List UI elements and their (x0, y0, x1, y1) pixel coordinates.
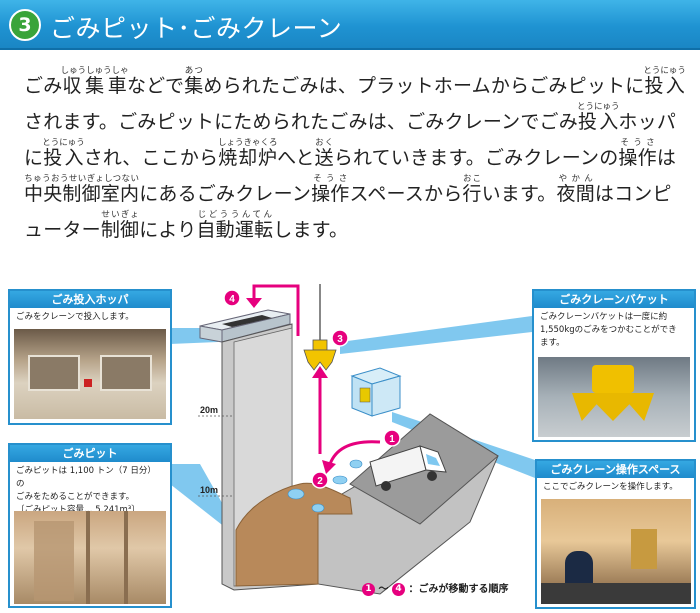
section-title: ごみピット･ごみクレーン (50, 14, 343, 43)
section-header: 3 ごみピット･ごみクレーン (0, 0, 700, 50)
ruby-word: 投入とうにゅう (42, 138, 85, 169)
ruby-word: 操作そうさ (618, 138, 657, 169)
svg-text:2: 2 (317, 476, 323, 487)
ruby-word: 中央制御室内ちゅうおうせいぎょしつない (24, 174, 140, 205)
falling-garbage (287, 459, 363, 513)
height-20m-label: 20m (200, 405, 218, 415)
text-run: され、ここから (83, 147, 219, 169)
bucket-info-box: ごみクレーンバケット ごみクレーンバケットは一度に約 1,550kgのごみをつか… (532, 289, 696, 442)
garbage-truck-graphic (369, 445, 447, 491)
step-1-marker: 1 (383, 429, 401, 447)
pit-title: ごみピット (10, 445, 170, 462)
ruby-word: 制御せいぎょ (100, 210, 140, 241)
legend-step-end: 4 (391, 582, 405, 596)
text-run: は (656, 147, 677, 169)
text-run: へと (277, 147, 315, 169)
legend-text: ：ごみが移動する順序 (408, 584, 509, 595)
ruby-word: 投入とうにゅう (643, 66, 686, 97)
text-run: います。 (481, 183, 557, 205)
text-run: ごみ (24, 75, 63, 97)
svg-text:3: 3 (337, 334, 343, 345)
text-run: にあるごみクレーン (139, 183, 312, 205)
pit-photo (14, 511, 166, 604)
operation-room-graphic (350, 367, 402, 417)
pit-info-box: ごみピット ごみピットは 1,100 トン（7 日分）の ごみをためることができ… (8, 443, 172, 608)
svg-text:4: 4 (229, 294, 235, 305)
operation-title: ごみクレーン操作スペース (537, 461, 694, 478)
diagram-svg: 20m 10m 4 3 1 2 (170, 284, 535, 595)
bucket-text-2: 1,550kgのごみをつかむことができ (540, 325, 677, 335)
hopper-title: ごみ投入ホッパ (10, 291, 170, 308)
bucket-connector (340, 316, 532, 354)
legend-step-start: 1 (362, 582, 375, 596)
svg-text:1: 1 (389, 434, 395, 445)
hopper-opening (222, 315, 272, 327)
arrow-crane-to-hopper (252, 284, 300, 336)
pit-diagram: 20m 10m 4 3 1 2 (0, 284, 700, 613)
arrow-head-2 (322, 460, 336, 474)
ruby-word: 夜間やかん (556, 174, 595, 205)
arrow-truck-to-pit (328, 440, 381, 465)
crane-bucket-graphic (303, 339, 337, 371)
bucket-title: ごみクレーンバケット (534, 291, 694, 308)
text-run: により (139, 219, 197, 241)
step-4-marker: 4 (223, 289, 241, 307)
bucket-text-1: ごみクレーンバケットは一度に約 (540, 312, 668, 322)
arrow-head-4 (246, 298, 262, 308)
movement-order-legend: 1 ～ 4 ：ごみが移動する順序 (362, 580, 508, 596)
hopper-info-box: ごみ投入ホッパ ごみをクレーンで投入します。 (8, 289, 172, 425)
pit-text-1: ごみピットは 1,100 トン（7 日分）の (16, 466, 156, 489)
pit-text-3: 〔ごみピット容量… 5,241m³〕 (16, 505, 140, 515)
operation-photo (541, 499, 691, 604)
text-run: はコンピューター (24, 183, 672, 241)
ruby-word: 操作そうさ (311, 174, 350, 205)
height-10m-label: 10m (200, 485, 218, 495)
operation-text: ここでごみクレーンを操作します。 (543, 482, 678, 492)
hopper-text: ごみをクレーンで投入します。 (16, 312, 134, 322)
text-run: スペースから (349, 183, 463, 205)
body-paragraph: ごみ収集車しゅうしゅうしゃなどで集あつめられたごみは、プラットホームからごみピッ… (24, 66, 690, 248)
bucket-text-3: ます。 (540, 338, 565, 348)
text-run: められたごみは、プラットホームからごみピットに (203, 75, 645, 97)
pit-text-2: ごみをためることができます。 (16, 492, 135, 502)
legend-separator: ～ (378, 584, 389, 595)
bucket-photo (538, 357, 690, 437)
text-run: などで (126, 75, 185, 97)
step-2-marker: 2 (311, 471, 329, 489)
text-run: られていきます。ごみクレーンの (333, 147, 619, 169)
ruby-word: 収集車しゅうしゅうしゃ (60, 66, 129, 97)
hopper-photo (14, 329, 166, 419)
ruby-word: 送おく (314, 138, 334, 169)
text-run: ホッパに (24, 111, 677, 169)
ruby-word: 行おこ (462, 174, 482, 205)
ruby-word: 自動運転じどううんてん (196, 210, 274, 241)
ruby-word: 集あつ (184, 66, 204, 97)
text-run: されます。ごみピットにためられたごみは、ごみクレーンでごみ (24, 111, 578, 133)
step-3-marker: 3 (331, 329, 349, 347)
section-number-badge: 3 (9, 9, 41, 41)
text-run: します。 (273, 219, 349, 241)
arrow-head-3 (312, 366, 328, 378)
ruby-word: 焼却炉しょうきゃくろ (217, 138, 278, 169)
ruby-word: 投入とうにゅう (576, 102, 620, 133)
operation-info-box: ごみクレーン操作スペース ここでごみクレーンを操作します。 (535, 459, 696, 609)
